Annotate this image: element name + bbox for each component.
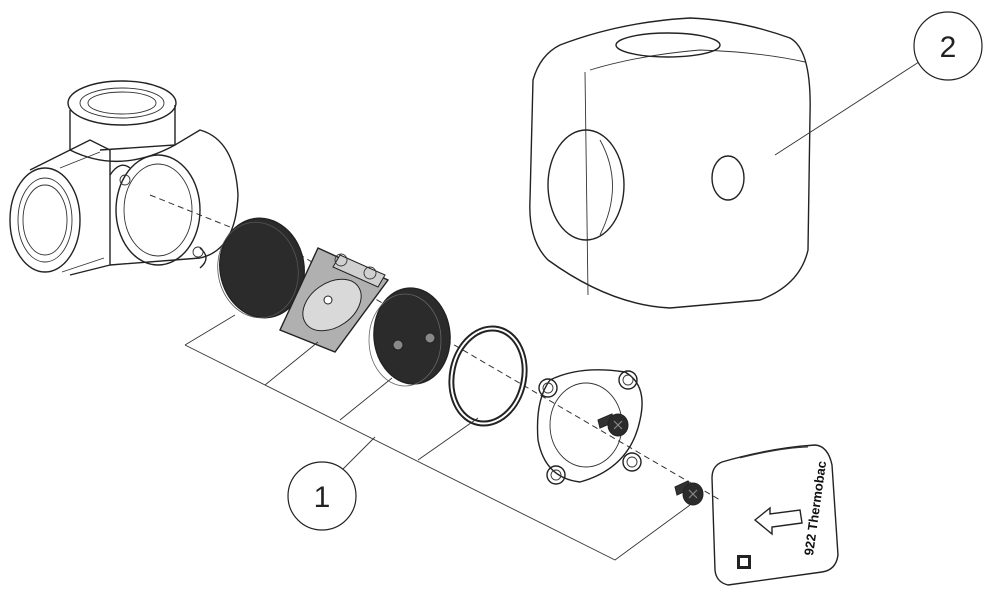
actuator-housing <box>529 17 811 309</box>
front-cover-plate: 922 Thermobac <box>711 444 839 586</box>
leader-lines-1 <box>184 314 691 561</box>
callout-1: 1 <box>287 461 357 531</box>
screw-lower <box>674 480 704 506</box>
leader-line-2 <box>774 59 923 156</box>
callout-2-label: 2 <box>940 31 957 64</box>
diaphragm-disc <box>217 217 305 319</box>
rotor-disc <box>368 287 451 387</box>
arrow-left-icon <box>753 506 803 536</box>
callout-1-label: 1 <box>314 481 331 514</box>
cover-flange <box>536 369 643 485</box>
cover-label: 922 Thermobac <box>801 460 829 557</box>
callout-2: 2 <box>913 11 983 81</box>
valve-body <box>9 80 239 276</box>
screw-upper <box>597 413 629 437</box>
o-ring <box>448 325 528 427</box>
valve-plate <box>279 247 390 353</box>
